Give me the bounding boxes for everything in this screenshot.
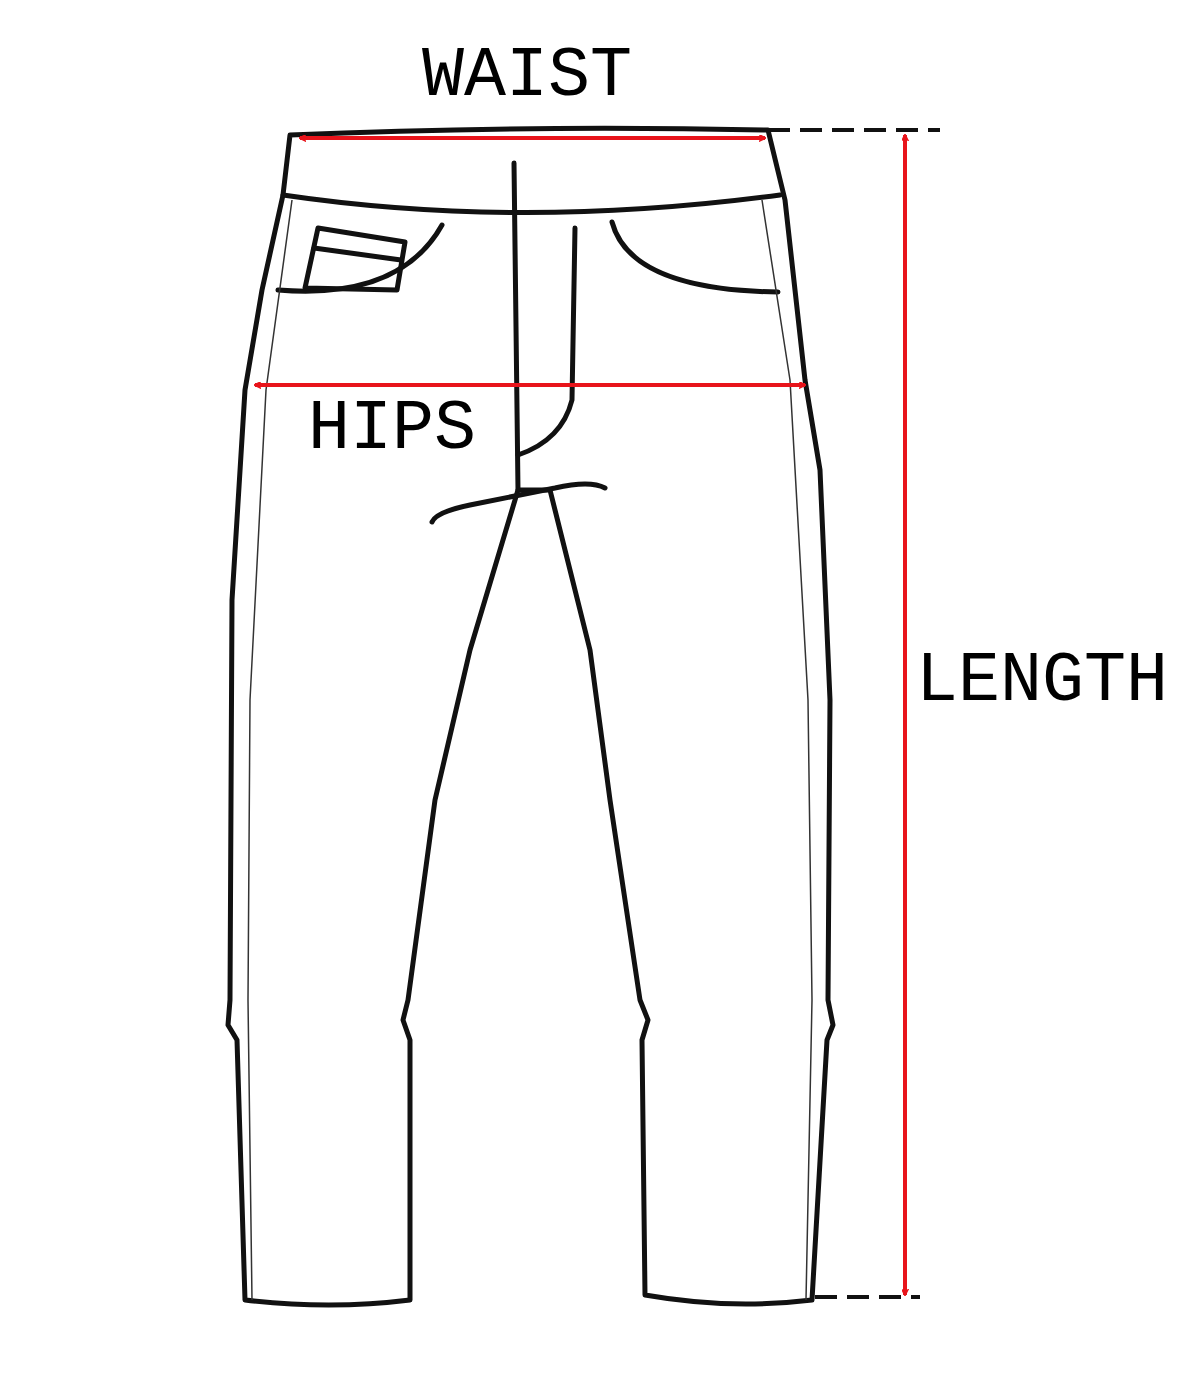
fly-stitch [518, 228, 575, 455]
coin-pocket-line [314, 248, 401, 260]
waist-label: WAIST [420, 42, 634, 112]
crotch-fold [432, 484, 605, 522]
waist-arrow [300, 136, 765, 140]
length-label: LENGTH [914, 647, 1170, 717]
right-side-seam [762, 200, 812, 1300]
pants-outline [228, 128, 833, 1305]
fly-line [514, 163, 518, 490]
coin-pocket [305, 228, 405, 290]
left-pocket [278, 225, 442, 291]
length-arrow [903, 135, 907, 1295]
length-bottom-dash [815, 1295, 920, 1299]
hips-label: HIPS [306, 395, 478, 465]
right-pocket [612, 222, 778, 292]
length-top-dash [768, 128, 940, 132]
waistband-seam [283, 195, 780, 213]
left-side-seam [248, 200, 292, 1300]
hips-arrow [255, 383, 805, 387]
